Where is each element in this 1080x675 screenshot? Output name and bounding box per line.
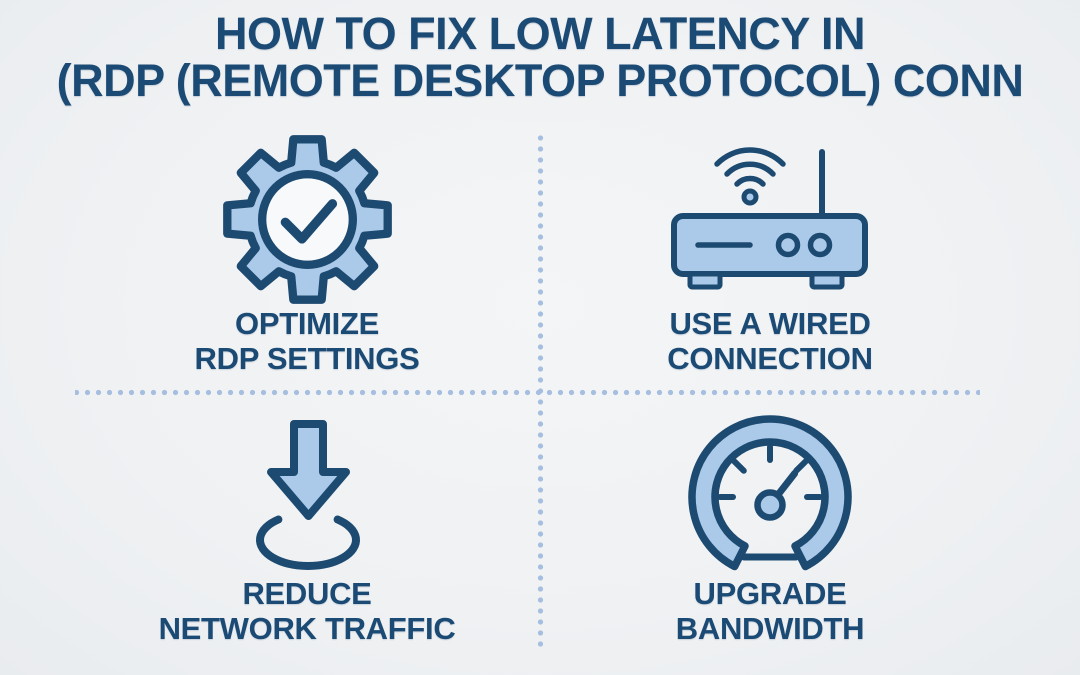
label-upgrade-bandwidth: UPGRADE BANDWIDTH xyxy=(590,576,950,646)
label-optimize-rdp-settings: OPTIMIZE RDP SETTINGS xyxy=(127,306,487,376)
page-title: HOW TO FIX LOW LATENCY IN (RDP (REMOTE D… xyxy=(0,10,1080,104)
label-use-wired-connection: USE A WIRED CONNECTION xyxy=(590,306,950,376)
horizontal-dotted-divider xyxy=(75,389,980,396)
label-line: RDP SETTINGS xyxy=(194,340,420,376)
vertical-dotted-divider xyxy=(537,133,544,649)
title-line-2: (RDP (REMOTE DESKTOP PROTOCOL) CONN xyxy=(56,55,1024,106)
speedometer-icon xyxy=(688,415,852,571)
label-line: BANDWIDTH xyxy=(675,610,865,646)
label-line: CONNECTION xyxy=(667,340,873,376)
download-arrow-icon xyxy=(256,420,360,570)
label-line: REDUCE xyxy=(242,576,372,611)
label-reduce-network-traffic: REDUCE NETWORK TRAFFIC xyxy=(127,576,487,646)
label-line: UPGRADE xyxy=(693,576,847,611)
label-line: NETWORK TRAFFIC xyxy=(158,610,456,646)
title-line-1: HOW TO FIX LOW LATENCY IN xyxy=(215,8,865,59)
label-line: USE A WIRED xyxy=(669,306,871,341)
gear-check-icon xyxy=(223,135,392,304)
router-wifi-icon xyxy=(671,147,868,290)
label-line: OPTIMIZE xyxy=(235,306,379,341)
